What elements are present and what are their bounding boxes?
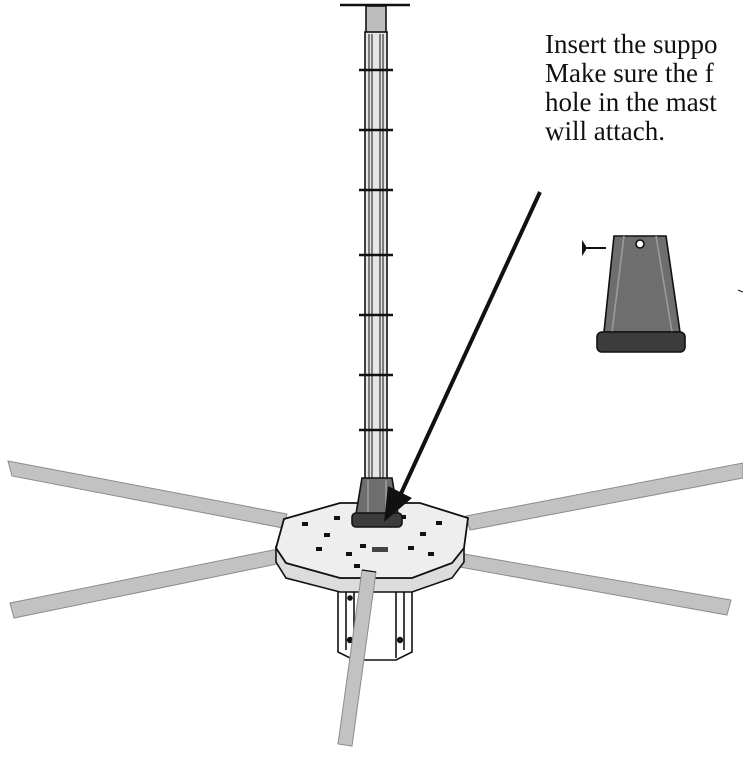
arm-upper-right [465,462,743,531]
mast [340,3,410,503]
pointer-arrow [384,191,542,522]
screw-icon [582,240,606,256]
cropped-edge-mark [737,289,743,293]
instruction-line-3: hole in the mast [545,87,717,117]
instruction-line-2: Make sure the f [545,58,714,88]
instruction-text: Insert the suppo Make sure the f hole in… [545,30,743,146]
instruction-line-1: Insert the suppo [545,30,718,59]
arm-lower-right [453,552,732,616]
instruction-line-4: will attach. [545,116,665,146]
arm-upper-left [7,460,288,529]
mast-holder-detail [596,235,686,353]
hub-plate [275,502,469,593]
support-arms [7,460,743,619]
arm-lower-left [9,548,283,619]
